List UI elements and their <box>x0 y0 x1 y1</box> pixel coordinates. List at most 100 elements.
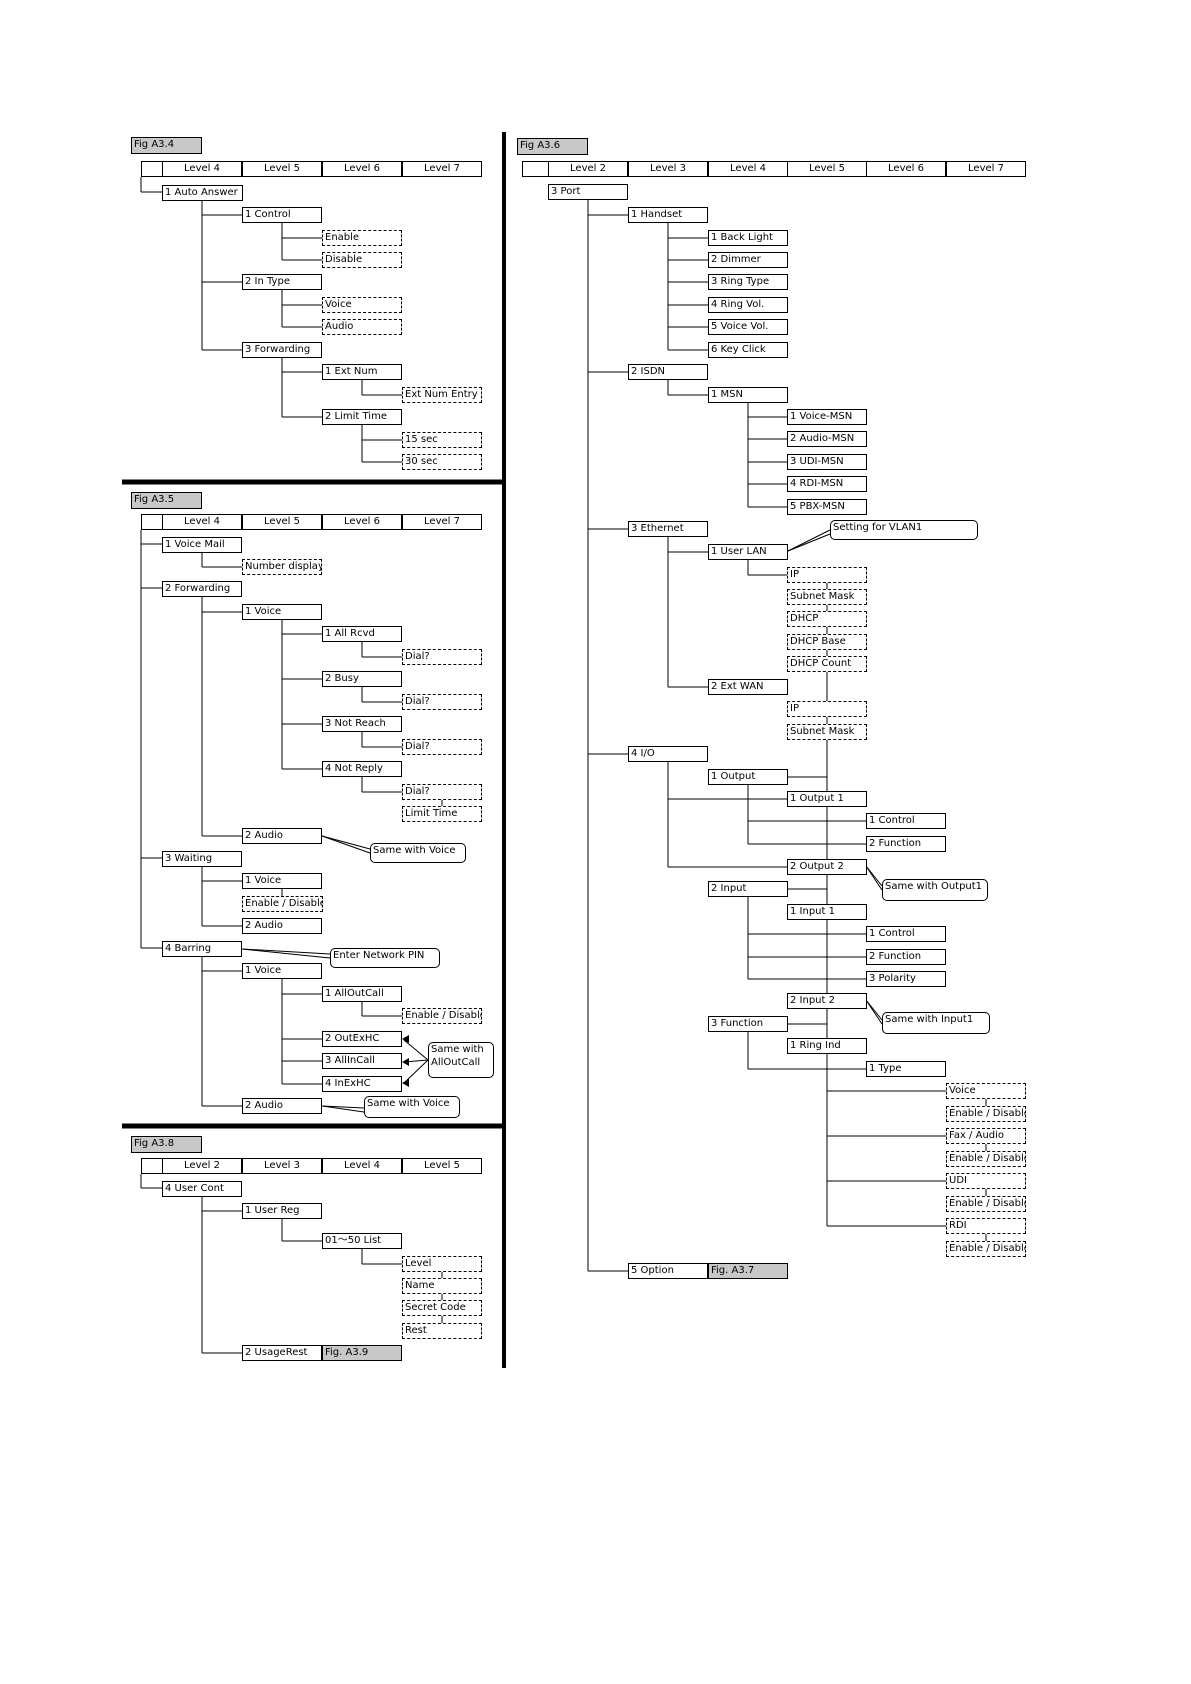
menu-item-box: 1 User LAN <box>708 544 788 560</box>
level-header: Level 7 <box>946 161 1026 177</box>
menu-item-box: 3 Port <box>548 184 628 200</box>
option-value-box: Subnet Mask <box>787 724 867 740</box>
option-value-box: Voice <box>322 297 402 313</box>
menu-item-box: 3 Forwarding <box>242 342 322 358</box>
menu-item-box: 2 Ext WAN <box>708 679 788 695</box>
connector-line <box>403 1039 429 1061</box>
menu-item-box: 1 Output <box>708 769 788 785</box>
connector-line <box>321 1105 365 1109</box>
menu-item-box: 1 Control <box>866 926 946 942</box>
callout-note: Same with Output1 <box>882 879 988 901</box>
connector-line <box>865 999 883 1021</box>
level-header: Level 5 <box>787 161 867 177</box>
menu-item-box: 3 Polarity <box>866 971 946 987</box>
figure-tag: Fig A3.6 <box>517 138 588 155</box>
menu-item-box: 2 OutExHC <box>322 1031 402 1047</box>
menu-item-box: 4 User Cont <box>162 1181 242 1197</box>
connector-line <box>321 835 371 854</box>
menu-item-box: 01～50 List <box>322 1233 402 1249</box>
menu-item-box: 5 PBX-MSN <box>787 499 867 515</box>
menu-item-box: 1 All Rcvd <box>322 626 402 642</box>
arrow-head <box>402 1079 409 1087</box>
menu-item-box: 1 Output 1 <box>787 791 867 807</box>
option-value-box: Dial? <box>402 739 482 755</box>
option-value-box: Name <box>402 1278 482 1294</box>
menu-item-box: 1 User Reg <box>242 1203 322 1219</box>
menu-item-box: 1 MSN <box>708 387 788 403</box>
level-header: Level 2 <box>162 1158 242 1174</box>
menu-item-box: 2 Limit Time <box>322 409 402 425</box>
menu-item-box: 1 Voice <box>242 604 322 620</box>
menu-item-box: 6 Key Click <box>708 342 788 358</box>
menu-item-box: 1 Handset <box>628 207 708 223</box>
menu-item-box: 1 Auto Answer <box>162 185 243 201</box>
connector-line <box>403 1059 429 1084</box>
arrow-head <box>402 1058 409 1066</box>
menu-item-box: 3 Function <box>708 1016 788 1032</box>
option-value-box: Enable / Disable <box>242 896 323 912</box>
level-header: Level 5 <box>242 161 322 177</box>
menu-item-box: 2 Function <box>866 836 946 852</box>
menu-item-box: 4 RDI-MSN <box>787 476 867 492</box>
menu-item-box: 2 Input <box>708 881 788 897</box>
menu-item-box: 3 Waiting <box>162 851 242 867</box>
menu-item-box: 2 Audio <box>242 918 322 934</box>
option-value-box: Subnet Mask <box>787 589 867 605</box>
option-value-box: DHCP <box>787 611 867 627</box>
level-header: Level 4 <box>162 514 242 530</box>
menu-item-box: 5 Option <box>628 1263 708 1279</box>
level-header: Level 4 <box>322 1158 402 1174</box>
level-header: Level 4 <box>162 161 242 177</box>
connector-line <box>321 1105 365 1113</box>
option-value-box: DHCP Count <box>787 656 867 672</box>
connector-line <box>787 533 831 552</box>
option-value-box: Voice <box>946 1083 1026 1099</box>
level-header: Level 6 <box>322 161 402 177</box>
level-header: Level 6 <box>866 161 946 177</box>
menu-item-box: 4 Barring <box>162 941 242 957</box>
menu-item-box: 2 UsageRest <box>242 1345 322 1361</box>
menu-item-box: 1 Control <box>242 207 322 223</box>
menu-item-box: 1 Voice Mail <box>162 537 242 553</box>
menu-item-box: 1 Ext Num <box>322 364 402 380</box>
menu-item-box: 2 Function <box>866 949 946 965</box>
level-header: Level 7 <box>402 514 482 530</box>
option-value-box: Level <box>402 1256 482 1272</box>
callout-note: Setting for VLAN1 <box>830 520 978 540</box>
option-value-box: Rest <box>402 1323 482 1339</box>
menu-item-box: 1 Input 1 <box>787 904 867 920</box>
menu-item-box: 2 Output 2 <box>787 859 867 875</box>
menu-item-box: 2 Input 2 <box>787 993 867 1009</box>
menu-item-box: 1 Ring Ind <box>787 1038 867 1054</box>
option-value-box: Enable / Disable <box>946 1106 1026 1122</box>
menu-item-box: 3 Ethernet <box>628 521 708 537</box>
menu-item-box: 2 Dimmer <box>708 252 788 268</box>
figure-tag: Fig A3.4 <box>131 137 202 154</box>
menu-item-box: 2 In Type <box>242 274 322 290</box>
figure-reference-box: Fig. A3.9 <box>322 1345 402 1361</box>
menu-item-box: 1 Voice <box>242 873 322 889</box>
figure-reference-box: Fig. A3.7 <box>708 1263 788 1279</box>
option-value-box: DHCP Base <box>787 634 867 650</box>
option-value-box: Fax / Audio <box>946 1128 1026 1144</box>
option-value-box: Dial? <box>402 649 482 665</box>
menu-item-box: 3 UDI-MSN <box>787 454 867 470</box>
level-header: Level 4 <box>708 161 788 177</box>
menu-item-box: 4 InExHC <box>322 1076 402 1092</box>
connector-line <box>787 529 831 552</box>
connector-line <box>865 865 883 887</box>
menu-item-box: 2 Busy <box>322 671 402 687</box>
option-value-box: Ext Num Entry <box>402 387 482 403</box>
option-value-box: Dial? <box>402 694 482 710</box>
option-value-box: Number display <box>242 559 322 575</box>
level-header: Level 2 <box>548 161 628 177</box>
menu-item-box: 5 Voice Vol. <box>708 319 788 335</box>
option-value-box: Enable / Disable <box>946 1241 1026 1257</box>
option-value-box: Enable / Disable <box>402 1008 482 1024</box>
option-value-box: Enable / Disable <box>946 1196 1026 1212</box>
menu-item-box: 1 AllOutCall <box>322 986 402 1002</box>
option-value-box: IP <box>787 701 867 717</box>
option-value-box: Audio <box>322 319 402 335</box>
connector-line <box>241 948 331 955</box>
